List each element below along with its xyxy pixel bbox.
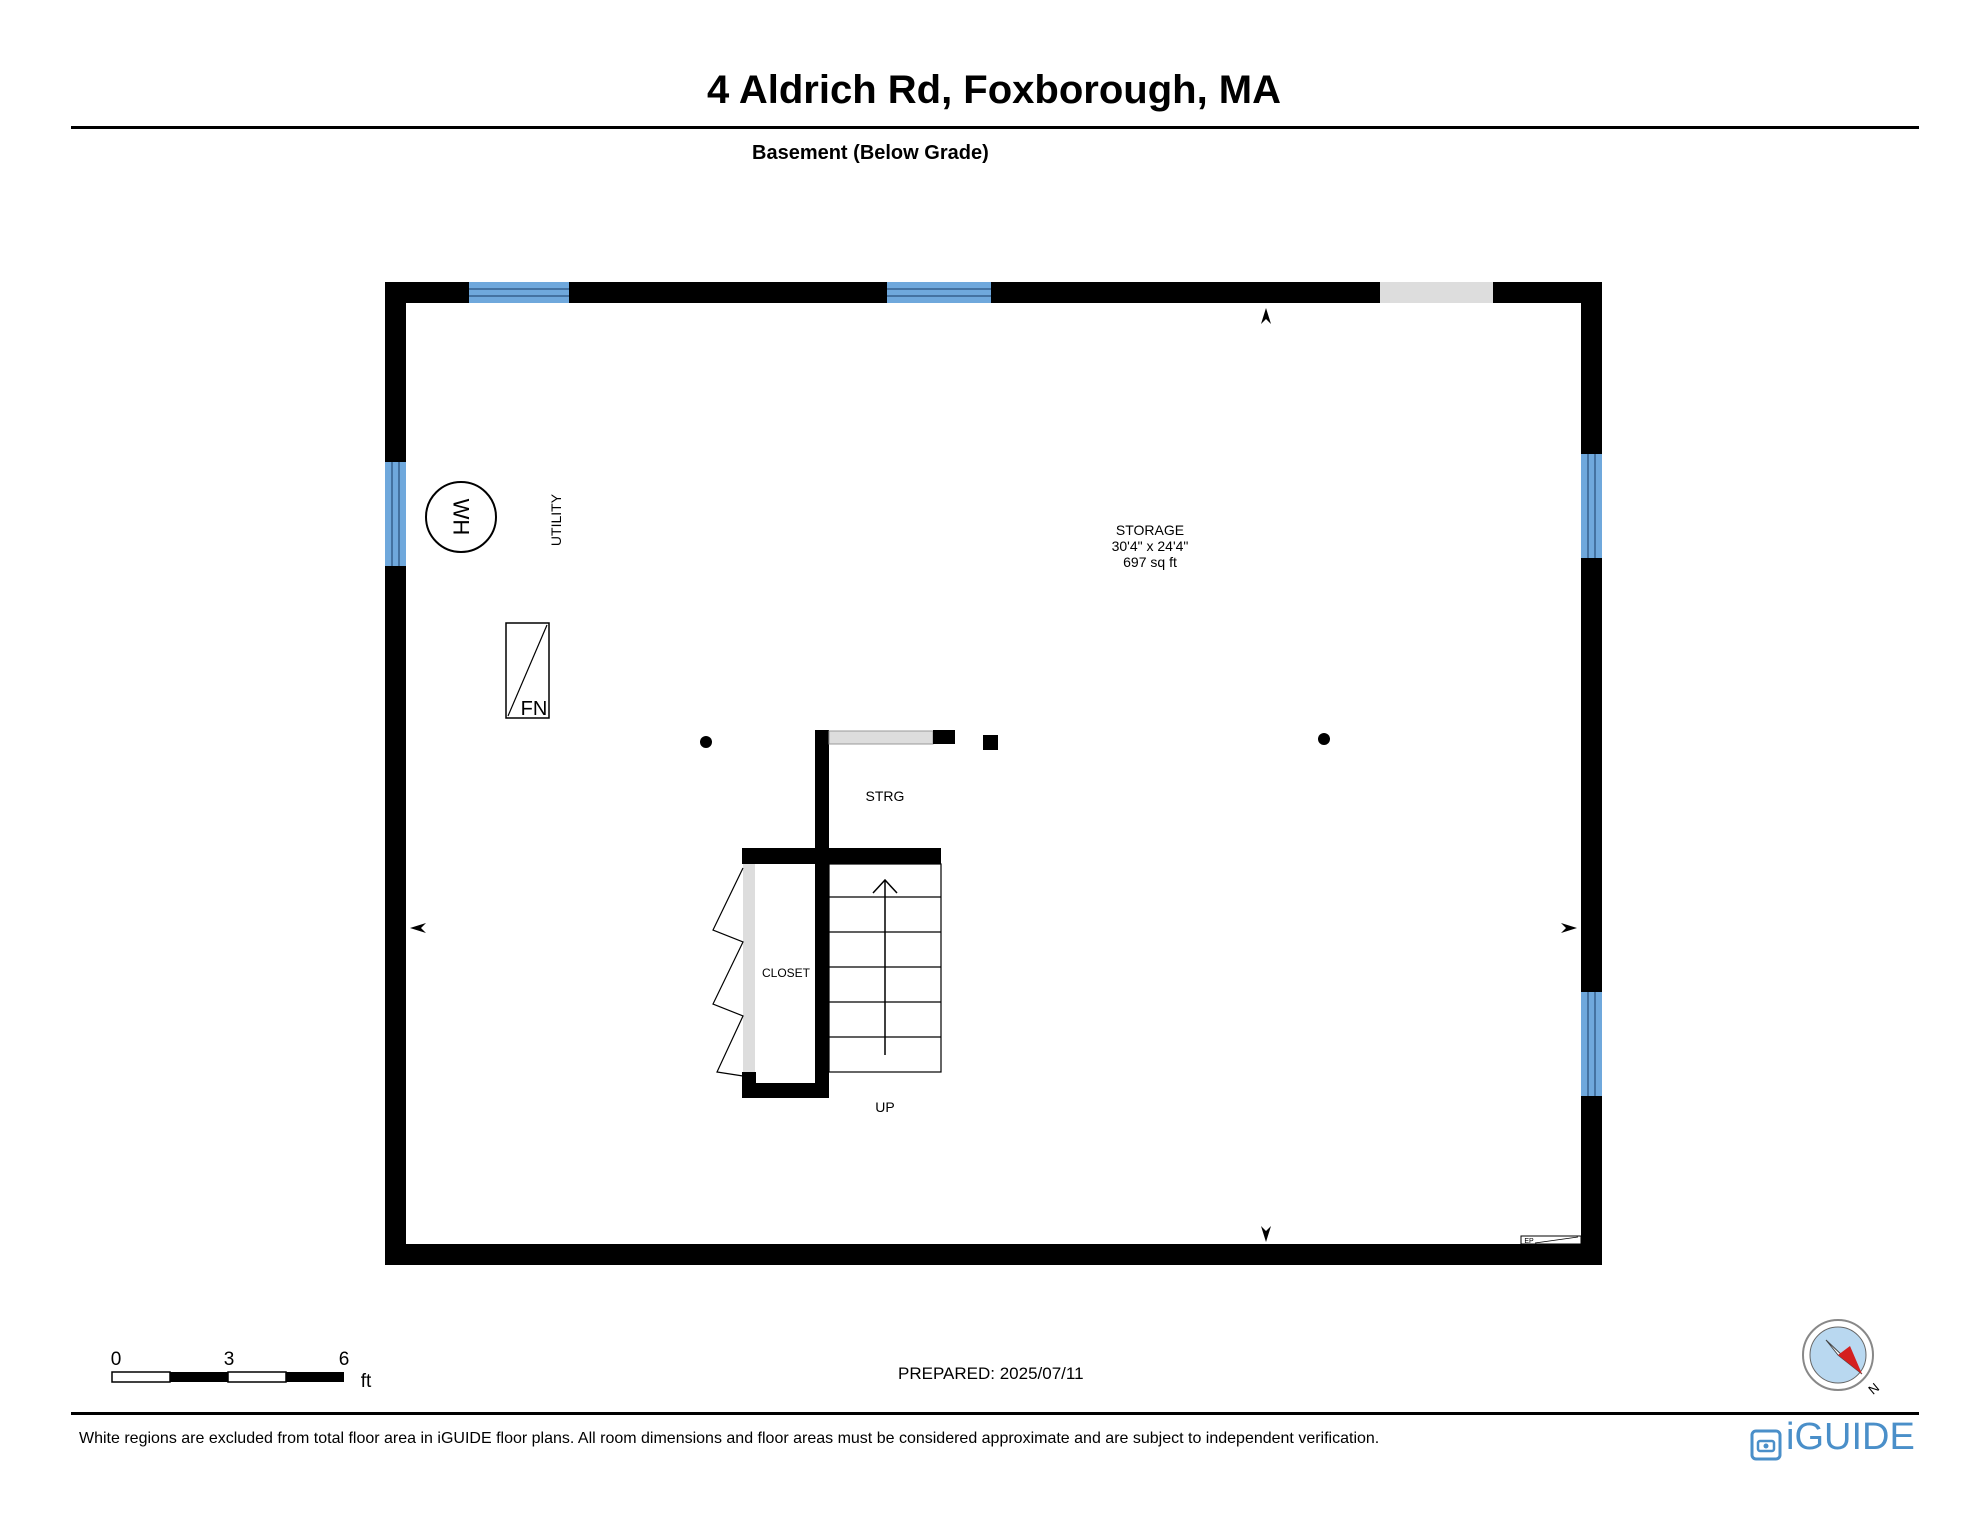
wall-west [385,282,406,1265]
wall-south [385,1244,1602,1265]
scale-tick-6: 6 [339,1349,350,1370]
svg-text:N: N [1865,1380,1882,1398]
iguide-logo-icon [1750,1429,1782,1461]
wall-east [1581,282,1602,1265]
column-post-square [983,735,998,750]
scale-tick-3: 3 [224,1349,235,1370]
wall-opening-north [1380,282,1493,303]
utility-label: UTILITY [548,493,564,546]
marker-north [1261,308,1271,324]
scale-unit: ft [361,1371,372,1392]
page-title: 4 Aldrich Rd, Foxborough, MA [706,68,1282,112]
furnace: FN [505,622,550,720]
windows [385,282,1602,1096]
storage-room-label: STORAGE 30'4" x 24'4" 697 sq ft [1112,522,1189,570]
disclaimer-text: White regions are excluded from total fl… [79,1430,1380,1447]
scale-tick-0: 0 [111,1349,122,1370]
dimension-markers [410,308,1577,1242]
room-dimensions: 30'4" x 24'4" [1112,538,1189,554]
prepared-date: PREPARED: 2025/07/11 [898,1364,1084,1383]
furnace-label: FN [521,698,548,720]
column-post-2 [1318,733,1330,745]
staircase [828,863,942,1073]
room-area: 697 sq ft [1123,554,1177,570]
title-divider [71,126,1919,129]
window-east-1 [1581,454,1602,558]
marker-east [1561,923,1577,933]
water-heater: WH [425,481,497,553]
wall-north [385,282,1602,303]
window-north-1 [469,282,569,303]
window-north-2 [887,282,991,303]
scale-segment-3 [227,1371,287,1383]
compass-icon: N [1802,1319,1882,1398]
marker-south [1261,1226,1271,1242]
brand-name: iGUIDE [1786,1416,1915,1458]
closet-label: CLOSET [762,966,811,980]
room-name: STORAGE [1116,522,1184,538]
window-west [385,462,406,566]
stairs-up-label: UP [875,1099,894,1115]
scale-bar: 0 3 6 ft [111,1349,372,1392]
strg-partition [815,730,955,855]
column-post-1 [700,736,712,748]
brand-logo[interactable]: iGUIDE [1748,1418,1915,1456]
marker-west [410,923,426,933]
closet: CLOSET [712,864,811,1077]
window-east-2 [1581,992,1602,1096]
footer-divider [71,1412,1919,1415]
strg-label: STRG [866,788,905,804]
stair-walls [742,848,941,1098]
water-heater-label: WH [449,499,474,536]
electrical-panel-label: EP [1524,1238,1534,1245]
outer-walls [385,282,1602,1265]
scale-segment-2 [170,1372,228,1382]
scale-segment-4 [286,1372,344,1382]
scale-segment-1 [111,1371,171,1383]
electrical-panel: EP [1520,1235,1582,1245]
level-label: Basement (Below Grade) [752,142,989,164]
